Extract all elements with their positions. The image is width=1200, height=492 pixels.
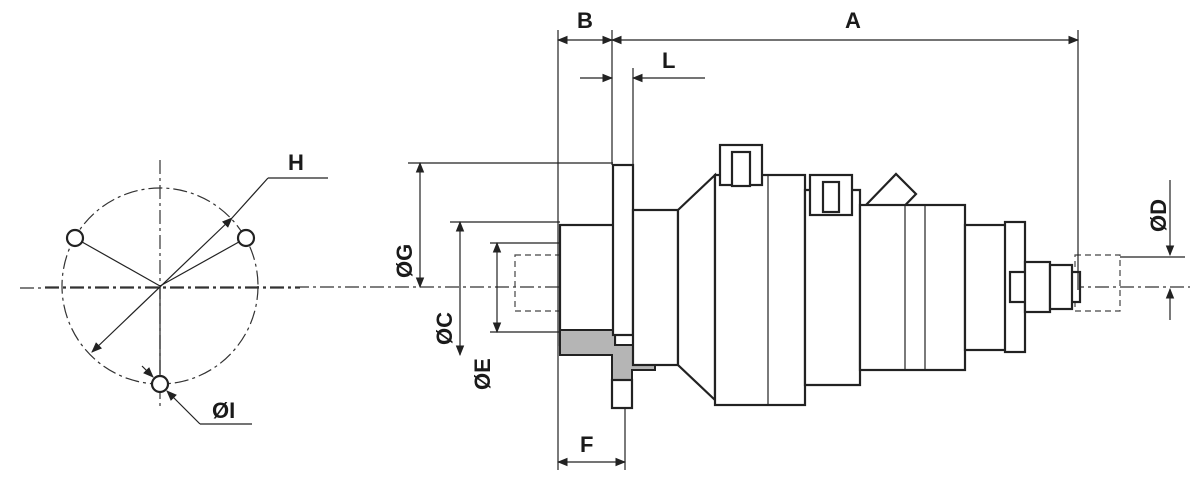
second-body — [803, 188, 862, 387]
flange-section-hatch — [559, 329, 656, 381]
bolt-hole-left — [65, 228, 85, 248]
dimension-label-f: F — [580, 432, 593, 457]
clamp-slot — [730, 150, 752, 188]
dimension-label-c: ØC — [432, 312, 457, 345]
dimension-label-b: B — [577, 8, 593, 33]
inlet-hidden-outline — [514, 254, 561, 312]
dimension-label-d: ØD — [1146, 199, 1171, 232]
spigot — [558, 223, 617, 347]
cone-housing — [676, 172, 717, 403]
radial-line-left — [74, 237, 161, 287]
rod-nut-2 — [1048, 263, 1074, 311]
bolt-hole-right — [236, 228, 256, 248]
main-body — [713, 173, 807, 407]
dimension-i-arrow-bottom — [166, 390, 179, 403]
clamp-slot-2 — [821, 180, 841, 214]
dimension-label-i: ØI — [212, 398, 235, 423]
dimension-label-g: ØG — [392, 244, 417, 278]
dimension-h-line — [91, 217, 233, 353]
stroke-hidden-outline — [1074, 254, 1121, 312]
dimension-i-leader — [177, 401, 201, 425]
dimension-label-h: H — [288, 150, 304, 175]
dimension-i-arrow-top — [141, 365, 154, 378]
rear-housing — [858, 203, 967, 372]
side-view: A B L ØG ØC ØE F ØD — [45, 8, 1190, 470]
bolt-hole-bottom — [150, 374, 170, 394]
dimension-h-leader — [231, 177, 269, 219]
end-cap — [963, 223, 1012, 352]
rod-nut-1 — [1023, 260, 1052, 314]
neck — [631, 208, 680, 367]
dimension-label-a: A — [845, 8, 861, 33]
flange-bolt-pattern-view: H ØI — [20, 150, 328, 425]
dimension-label-l: L — [662, 48, 675, 73]
flange-plate — [611, 163, 635, 337]
dimension-label-e: ØE — [470, 358, 495, 390]
flange-lug — [610, 378, 634, 410]
